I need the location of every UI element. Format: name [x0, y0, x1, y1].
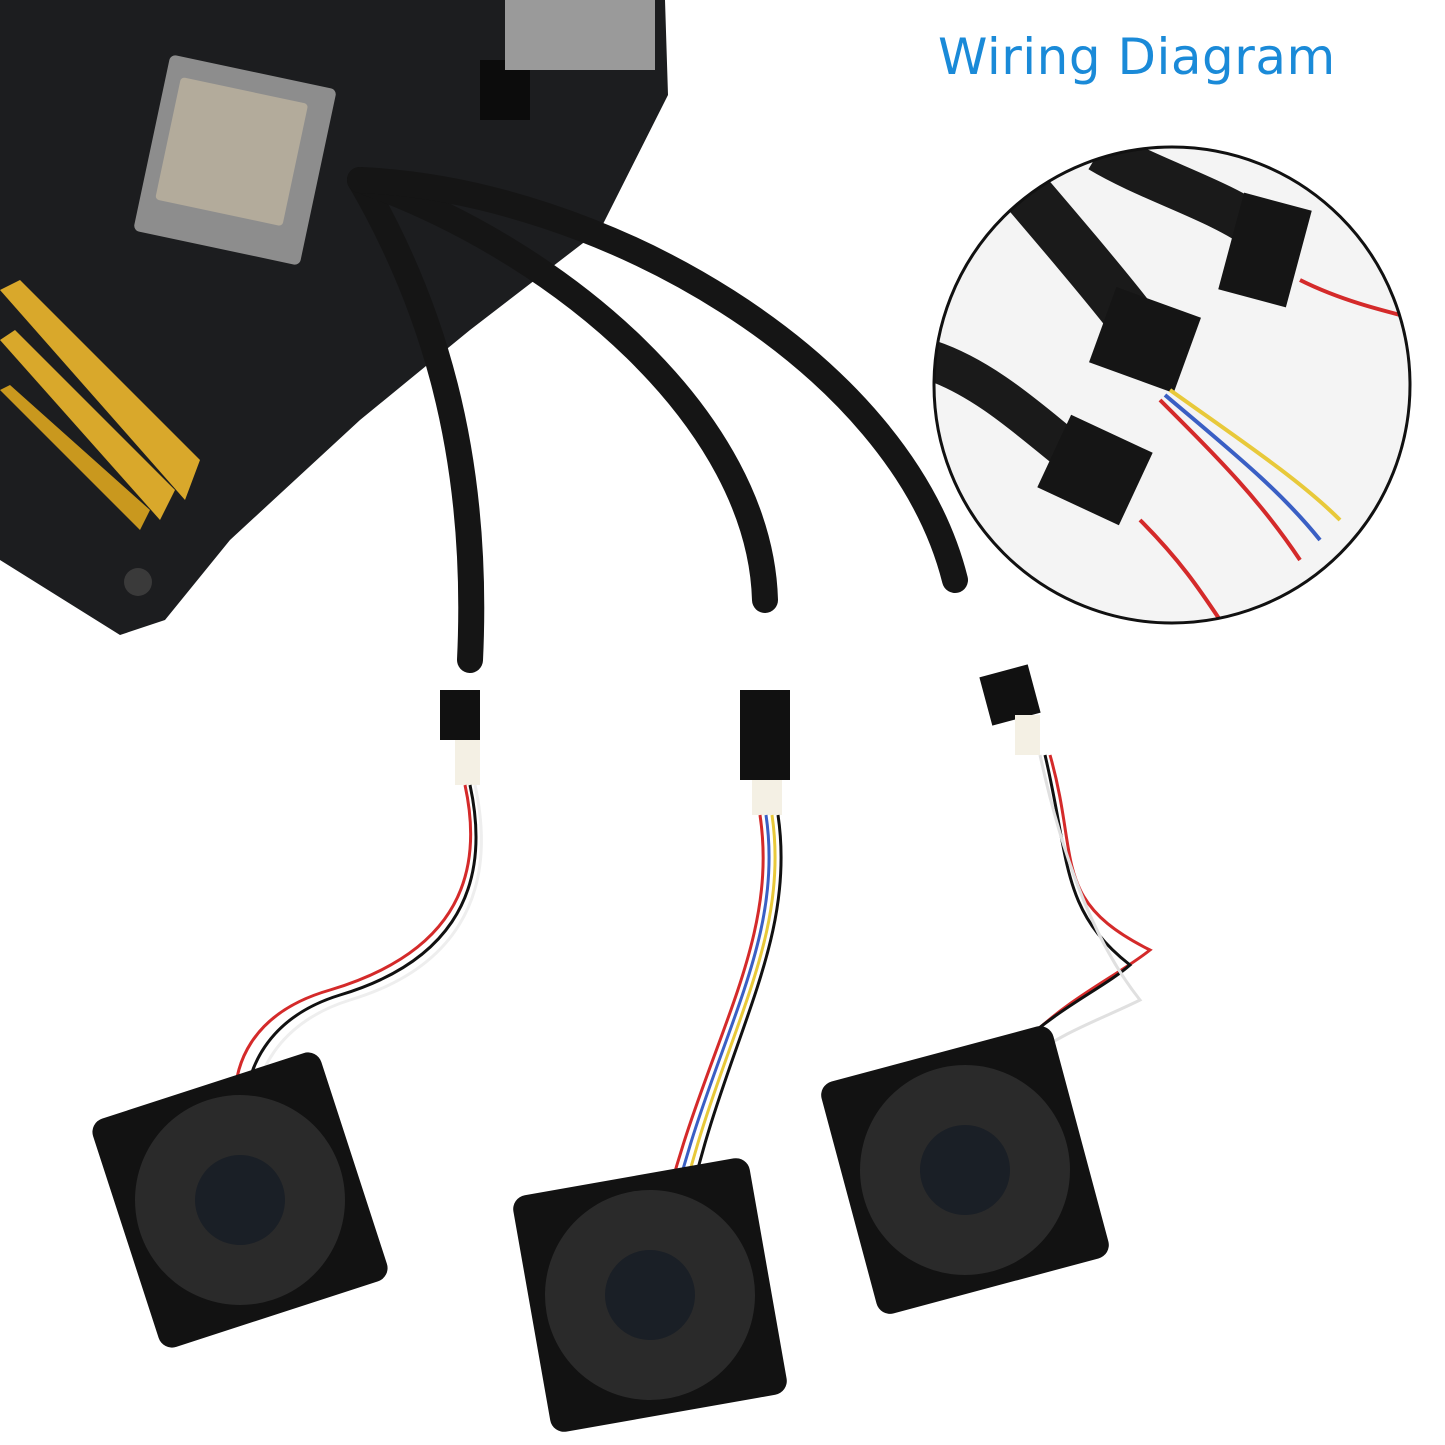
cable-3 — [347, 167, 968, 593]
motherboard — [0, 0, 668, 635]
fan-2 — [513, 1158, 787, 1432]
connectors — [440, 664, 1041, 815]
fans — [92, 1026, 1109, 1432]
cable-2 — [347, 167, 778, 613]
dimm-slots — [0, 280, 200, 530]
cpu — [155, 77, 308, 226]
splitter-cables — [347, 167, 968, 673]
cable-1 — [347, 167, 485, 673]
fan-1 — [92, 1052, 388, 1348]
fan-3 — [821, 1026, 1109, 1314]
io-ports — [505, 0, 655, 70]
title: Wiring Diagram — [938, 28, 1336, 86]
connector-detail-inset — [932, 145, 1412, 625]
